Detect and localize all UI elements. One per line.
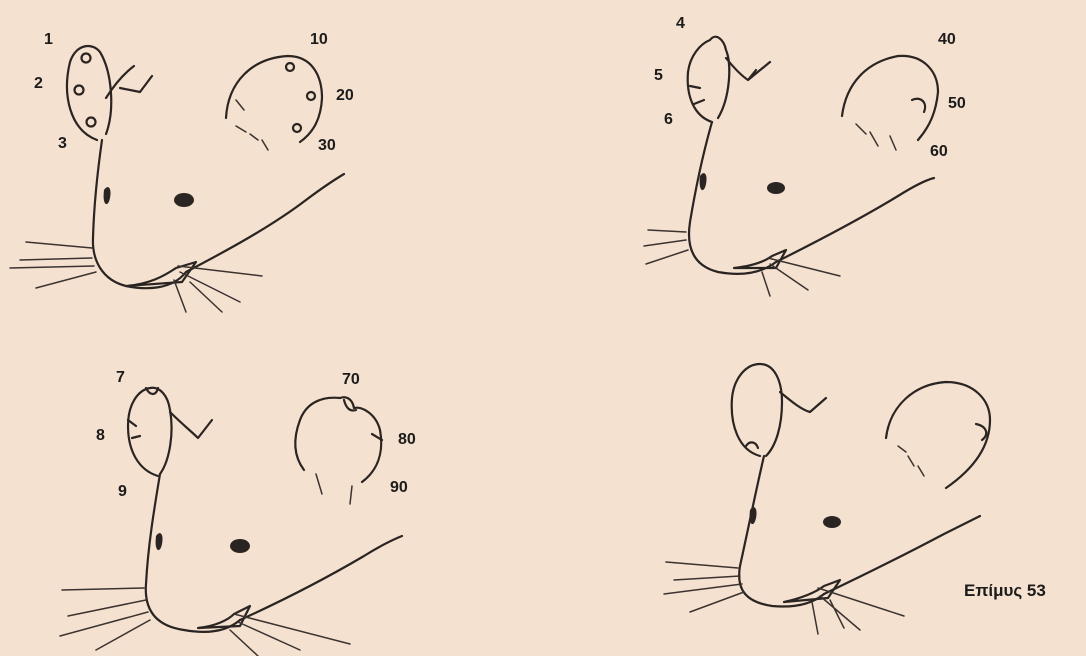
mark-label-5: 5: [654, 67, 663, 84]
mark-label-40: 40: [938, 31, 956, 48]
mark-label-7: 7: [116, 369, 125, 386]
mark-label-9: 9: [118, 483, 127, 500]
left-ear-outline: [732, 364, 782, 456]
mark-label-70: 70: [342, 371, 360, 388]
mark-label-30: 30: [318, 137, 336, 154]
mark-label-10: 10: [310, 31, 328, 48]
mark-label-60: 60: [930, 143, 948, 160]
mark-label-20: 20: [336, 87, 354, 104]
right-ear-outline: [842, 56, 938, 140]
right-ear-outline: [886, 382, 990, 488]
mark-label-6: 6: [664, 111, 673, 128]
left-ear-outline: [688, 37, 730, 122]
mark-label-50: 50: [948, 95, 966, 112]
caption: Επίμυς 53: [964, 581, 1046, 600]
rat-head-panel-3: 7 8 9 70 80 90: [60, 369, 416, 656]
mark-label-2: 2: [34, 75, 43, 92]
rat-head-panel-2: 4 5 6 40 50 60: [644, 15, 966, 296]
mark-label-80: 80: [398, 431, 416, 448]
right-ear-outline: [300, 397, 381, 482]
ear-hole: [87, 118, 96, 127]
rat-head-panel-1: 1 2 3 10 20 30: [10, 31, 354, 312]
rat-head-panel-4: Επίμυς 53: [664, 364, 1046, 634]
ear-hole: [75, 86, 84, 95]
mark-label-3: 3: [58, 135, 67, 152]
ear-hole: [82, 54, 91, 63]
mark-label-4: 4: [676, 15, 685, 32]
mark-label-8: 8: [96, 427, 105, 444]
mark-label-1: 1: [44, 31, 53, 48]
mark-label-90: 90: [390, 479, 408, 496]
left-ear-outline: [128, 388, 172, 476]
